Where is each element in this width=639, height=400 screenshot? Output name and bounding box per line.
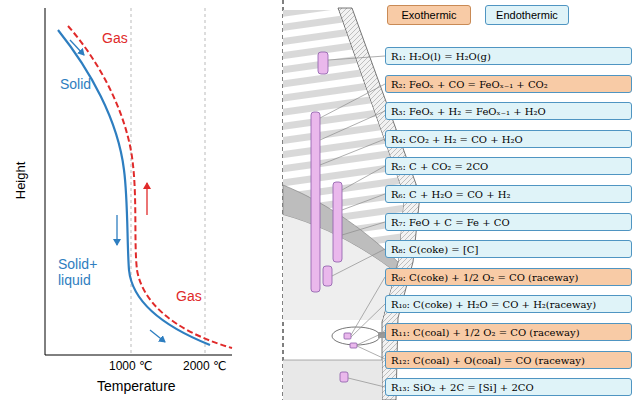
axis-title: Height (14, 162, 29, 200)
reaction-text: R₁₃: SiO₂ + 2C = [Si] + 2CO (391, 382, 534, 393)
tick-label: 2000 ℃ (183, 360, 227, 374)
curve-label: Solid+ liquid (58, 256, 108, 288)
reaction-text: R₁: H₂O(l) = H₂O(g) (391, 51, 491, 62)
solid-curve (58, 30, 210, 345)
reaction-text: R₄: CO₂ + H₂ = CO + H₂O (391, 134, 523, 145)
legend-swatch: Endothermic (485, 5, 569, 25)
reaction-box: R₁₀: C(coke) + H₂O = CO + H₂(raceway) (385, 295, 632, 313)
hearth (283, 360, 382, 400)
tick-label: 1000 ℃ (109, 360, 153, 374)
curve-label: Solid (60, 76, 91, 92)
reaction-text: R₉: C(coke) + 1/2 O₂ = CO (raceway) (391, 272, 578, 283)
legend-text: Endothermic (496, 9, 558, 21)
reaction-box: R₇: FeO + C = Fe + CO (385, 213, 632, 231)
legend-text: Exothermic (401, 9, 456, 21)
reaction-box: R₁₁: C(coal) + 1/2 O₂ = CO (raceway) (385, 323, 632, 341)
curve-label: Gas (176, 288, 202, 304)
gas-curve (68, 26, 232, 348)
reaction-box: R₉: C(coke) + 1/2 O₂ = CO (raceway) (385, 268, 632, 286)
range-bars (311, 52, 357, 382)
reaction-text: R₃: FeOₓ + H₂ = FeOₓ₋₁ + H₂O (391, 106, 546, 117)
reaction-text: R₁₂: C(coal) + O(coal) = CO (raceway) (391, 355, 585, 366)
reaction-text: R₁₁: C(coal) + 1/2 O₂ = CO (raceway) (391, 327, 580, 338)
reaction-box: R₂: FeOₓ + CO = FeOₓ₋₁ + CO₂ (385, 75, 632, 93)
reaction-text: R₇: FeO + C = Fe + CO (391, 217, 510, 228)
chart-axes (45, 8, 232, 355)
reaction-box: R₁₃: SiO₂ + 2C = [Si] + 2CO (385, 378, 632, 396)
legend-swatch: Exothermic (387, 5, 471, 25)
reaction-box: R₄: CO₂ + H₂ = CO + H₂O (385, 130, 632, 148)
reaction-box: R₁₂: C(coal) + O(coal) = CO (raceway) (385, 351, 632, 369)
reaction-box: R₃: FeOₓ + H₂ = FeOₓ₋₁ + H₂O (385, 102, 632, 120)
axis-title: Temperature (97, 378, 176, 394)
reaction-text: R₆: C + H₂O = CO + H₂ (391, 189, 510, 200)
reaction-box: R₅: C + CO₂ = 2CO (385, 157, 632, 175)
reaction-text: R₁₀: C(coke) + H₂O = CO + H₂(raceway) (391, 299, 596, 310)
reaction-box: R₈: C(coke) = [C] (385, 240, 632, 258)
raceway (332, 327, 380, 345)
curve-label: Gas (102, 30, 128, 46)
reaction-box: R₁: H₂O(l) = H₂O(g) (385, 47, 632, 65)
reaction-text: R₂: FeOₓ + CO = FeOₓ₋₁ + CO₂ (391, 79, 548, 90)
reaction-box: R₆: C + H₂O = CO + H₂ (385, 185, 632, 203)
leader-lines (320, 56, 385, 387)
reaction-text: R₈: C(coke) = [C] (391, 244, 478, 255)
reaction-text: R₅: C + CO₂ = 2CO (391, 161, 488, 172)
